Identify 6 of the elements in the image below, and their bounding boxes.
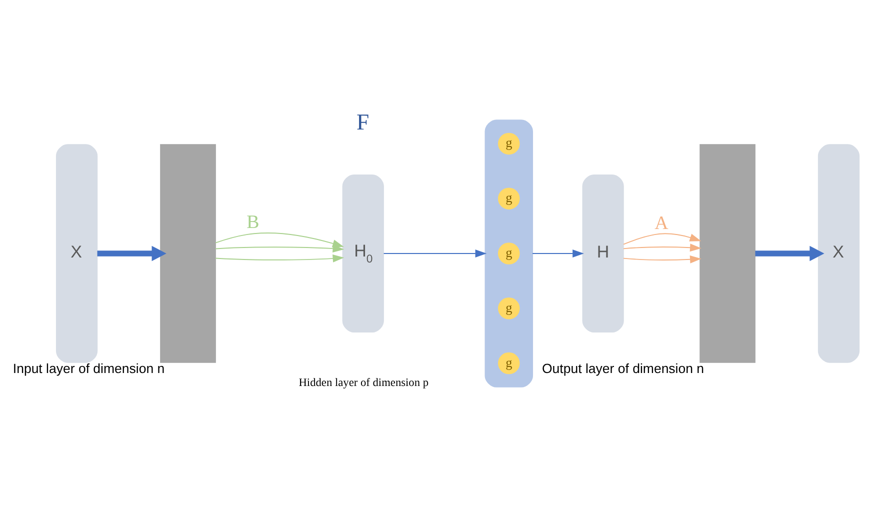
node-label: Input layer of dimension n [12, 360, 165, 376]
edge-label: B [246, 212, 260, 233]
edge-label: A [654, 212, 668, 234]
label: F [356, 110, 370, 135]
label: Hidden layer of dimension p [298, 377, 429, 390]
node-label: Output layer of dimension n [542, 360, 704, 376]
